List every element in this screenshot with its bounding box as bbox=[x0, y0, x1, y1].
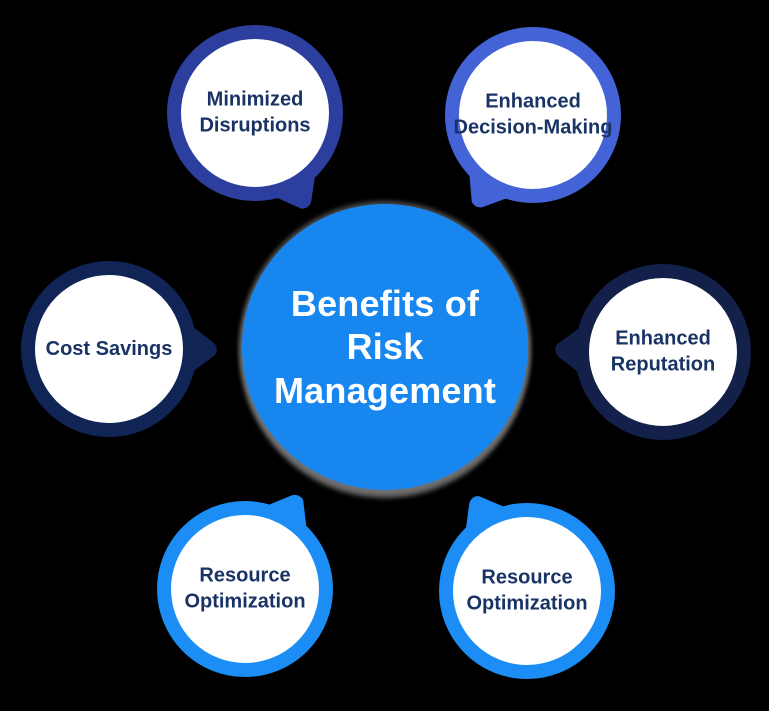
bubble-ring bbox=[439, 503, 615, 679]
speech-bubble-shape bbox=[157, 494, 333, 677]
bubble-label: Enhanced Reputation bbox=[610, 327, 716, 376]
bubble-minimized-disruptions: Minimized Disruptions bbox=[143, 1, 367, 225]
bubble-ring bbox=[445, 27, 621, 203]
bubble-enhanced-decision-making: Enhanced Decision-Making bbox=[421, 3, 645, 227]
speech-bubble-shape bbox=[21, 261, 217, 437]
bubble-ring bbox=[575, 264, 751, 440]
bubble-enhanced-reputation: Enhanced Reputation bbox=[551, 240, 769, 464]
center-title-line-1: Benefits of bbox=[290, 283, 480, 325]
speech-bubble-shape bbox=[445, 27, 621, 208]
bubble-ring bbox=[167, 25, 343, 201]
bubble-ring bbox=[21, 261, 197, 437]
bubble-label: Cost Savings bbox=[45, 337, 173, 360]
center-title-line-2: Risk bbox=[346, 326, 424, 368]
center-title-line-3: Management bbox=[273, 369, 497, 411]
bubble-ring bbox=[157, 501, 333, 677]
bubble-label: Enhanced Decision-Making bbox=[453, 90, 613, 139]
bubble-cost-savings: Cost Savings bbox=[0, 237, 221, 461]
bubble-resource-optimization-left: Resource Optimization bbox=[133, 477, 357, 701]
bubble-label: Resource Optimization bbox=[184, 564, 306, 613]
speech-bubble-shape bbox=[439, 496, 615, 679]
bubble-label: Minimized Disruptions bbox=[199, 88, 311, 137]
speech-bubble-shape bbox=[555, 264, 751, 440]
speech-bubble-shape bbox=[167, 25, 343, 209]
center-circle: Benefits of Risk Management bbox=[242, 204, 528, 490]
bubble-label: Resource Optimization bbox=[466, 566, 588, 615]
bubble-resource-optimization-right: Resource Optimization bbox=[415, 479, 639, 703]
